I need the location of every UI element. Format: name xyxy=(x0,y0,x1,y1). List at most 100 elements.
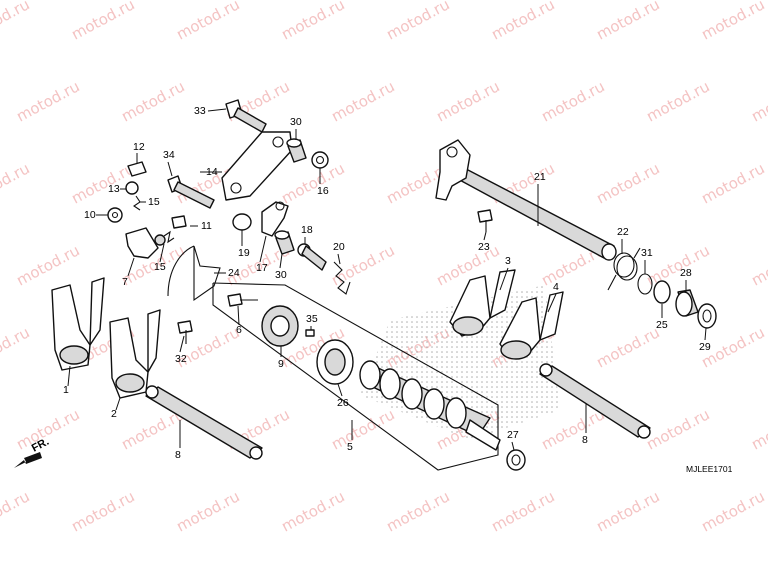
callout-label: 10 xyxy=(84,209,96,221)
callout-label: 15 xyxy=(148,196,160,208)
callout-label: 31 xyxy=(641,247,653,259)
callout-label: 17 xyxy=(256,262,268,274)
callout-leader xyxy=(259,235,267,263)
watermark-text: motod.ru xyxy=(593,159,662,207)
callout-leader xyxy=(337,383,343,397)
spring-20 xyxy=(333,261,351,295)
fork-shaft-right xyxy=(539,363,651,439)
watermark-text: motod.ru xyxy=(488,0,557,44)
oil-seal-29 xyxy=(697,303,717,329)
watermark-text: motod.ru xyxy=(433,241,502,289)
assembly-outline xyxy=(212,282,499,471)
return-spring xyxy=(607,247,641,291)
callout-leader xyxy=(704,327,707,341)
callout-label: 23 xyxy=(478,241,490,253)
watermark-text: motod.ru xyxy=(593,323,662,371)
diagram-code: MJLEE1701 xyxy=(686,464,733,474)
callout-label: 13 xyxy=(108,183,120,195)
callout-leader xyxy=(207,108,227,112)
bolt-34 xyxy=(167,175,215,209)
callout-label: 4 xyxy=(553,281,559,293)
fork-shaft-left xyxy=(145,385,263,460)
callout-label: 34 xyxy=(163,149,175,161)
needle-bearing-28 xyxy=(675,289,699,317)
washer-19 xyxy=(232,213,252,231)
watermark-text: motod.ru xyxy=(748,405,768,453)
guide-plate-24 xyxy=(167,245,221,302)
bolt-23 xyxy=(477,209,493,232)
bearing-26 xyxy=(316,339,354,385)
spring-15-upper xyxy=(133,195,141,211)
dowel-35 xyxy=(305,329,315,337)
watermark-text: motod.ru xyxy=(593,487,662,535)
watermark-text: motod.ru xyxy=(0,0,33,44)
gearshift-spindle xyxy=(435,139,617,261)
watermark-text: motod.ru xyxy=(173,0,242,44)
callout-label: 7 xyxy=(122,276,128,288)
watermark-text: motod.ru xyxy=(278,487,347,535)
watermark-text: motod.ru xyxy=(328,77,397,125)
drum-center-9 xyxy=(261,305,299,347)
shift-fork-2 xyxy=(109,309,161,399)
callout-label: 11 xyxy=(201,220,212,232)
callout-label: 33 xyxy=(194,105,206,117)
callout-leader xyxy=(159,243,165,263)
shift-arm-17 xyxy=(261,201,289,237)
callout-label: 19 xyxy=(238,247,250,259)
callout-label: 18 xyxy=(301,224,313,236)
callout-label: 20 xyxy=(333,241,345,253)
callout-leader xyxy=(483,231,487,241)
collar-30-lower xyxy=(274,230,295,255)
watermark-text: motod.ru xyxy=(643,405,712,453)
pin-18 xyxy=(297,243,327,271)
watermark-text: motod.ru xyxy=(748,241,768,289)
collar-12 xyxy=(127,161,147,177)
callout-leader xyxy=(237,305,240,326)
stopper-arm-7 xyxy=(125,227,166,259)
watermark-text: motod.ru xyxy=(118,77,187,125)
watermark-text: motod.ru xyxy=(698,487,767,535)
watermark-text: motod.ru xyxy=(383,0,452,44)
spring-15-lower xyxy=(163,230,175,244)
watermark-text: motod.ru xyxy=(383,487,452,535)
watermark-layer: motod.ru motod.ru motod.ru motod.ru motod.ru… xyxy=(0,0,768,536)
callout-label: 8 xyxy=(582,434,588,446)
callout-label: 16 xyxy=(317,185,329,197)
watermark-text: motod.ru xyxy=(13,241,82,289)
shift-fork-1 xyxy=(51,277,105,371)
callout-leader xyxy=(167,161,173,177)
callout-leader xyxy=(279,253,283,269)
callout-leader xyxy=(337,253,341,265)
callout-label: 8 xyxy=(175,449,181,461)
shift-fork-4 xyxy=(499,291,564,360)
bolt-6 xyxy=(227,293,258,307)
watermark-text: motod.ru xyxy=(68,487,137,535)
callout-label: 25 xyxy=(656,319,668,331)
watermark-text: motod.ru xyxy=(698,159,767,207)
callout-label: 3 xyxy=(505,255,511,267)
callout-label: 14 xyxy=(206,166,218,178)
callout-label: 30 xyxy=(290,116,302,128)
watermark-text: motod.ru xyxy=(643,77,712,125)
watermark-text: motod.ru xyxy=(13,77,82,125)
callout-label: 35 xyxy=(306,313,318,325)
callout-label: 29 xyxy=(699,341,711,353)
callout-leader xyxy=(179,335,185,353)
callout-label: 26 xyxy=(337,397,349,409)
collar-13 xyxy=(125,181,139,195)
watermark-text: motod.ru xyxy=(748,77,768,125)
watermark-text: motod.ru xyxy=(0,323,33,371)
callout-leader xyxy=(115,397,121,411)
callout-label: 2 xyxy=(111,408,117,420)
bolt-32 xyxy=(177,320,193,344)
watermark-text: motod.ru xyxy=(488,487,557,535)
callout-label: 5 xyxy=(347,441,353,453)
callout-label: 15 xyxy=(154,261,166,273)
washer-25 xyxy=(653,280,671,304)
watermark-text: motod.ru xyxy=(538,77,607,125)
watermark-text: motod.ru xyxy=(278,159,347,207)
bearing-27 xyxy=(506,449,526,471)
callout-label: 6 xyxy=(236,324,242,336)
